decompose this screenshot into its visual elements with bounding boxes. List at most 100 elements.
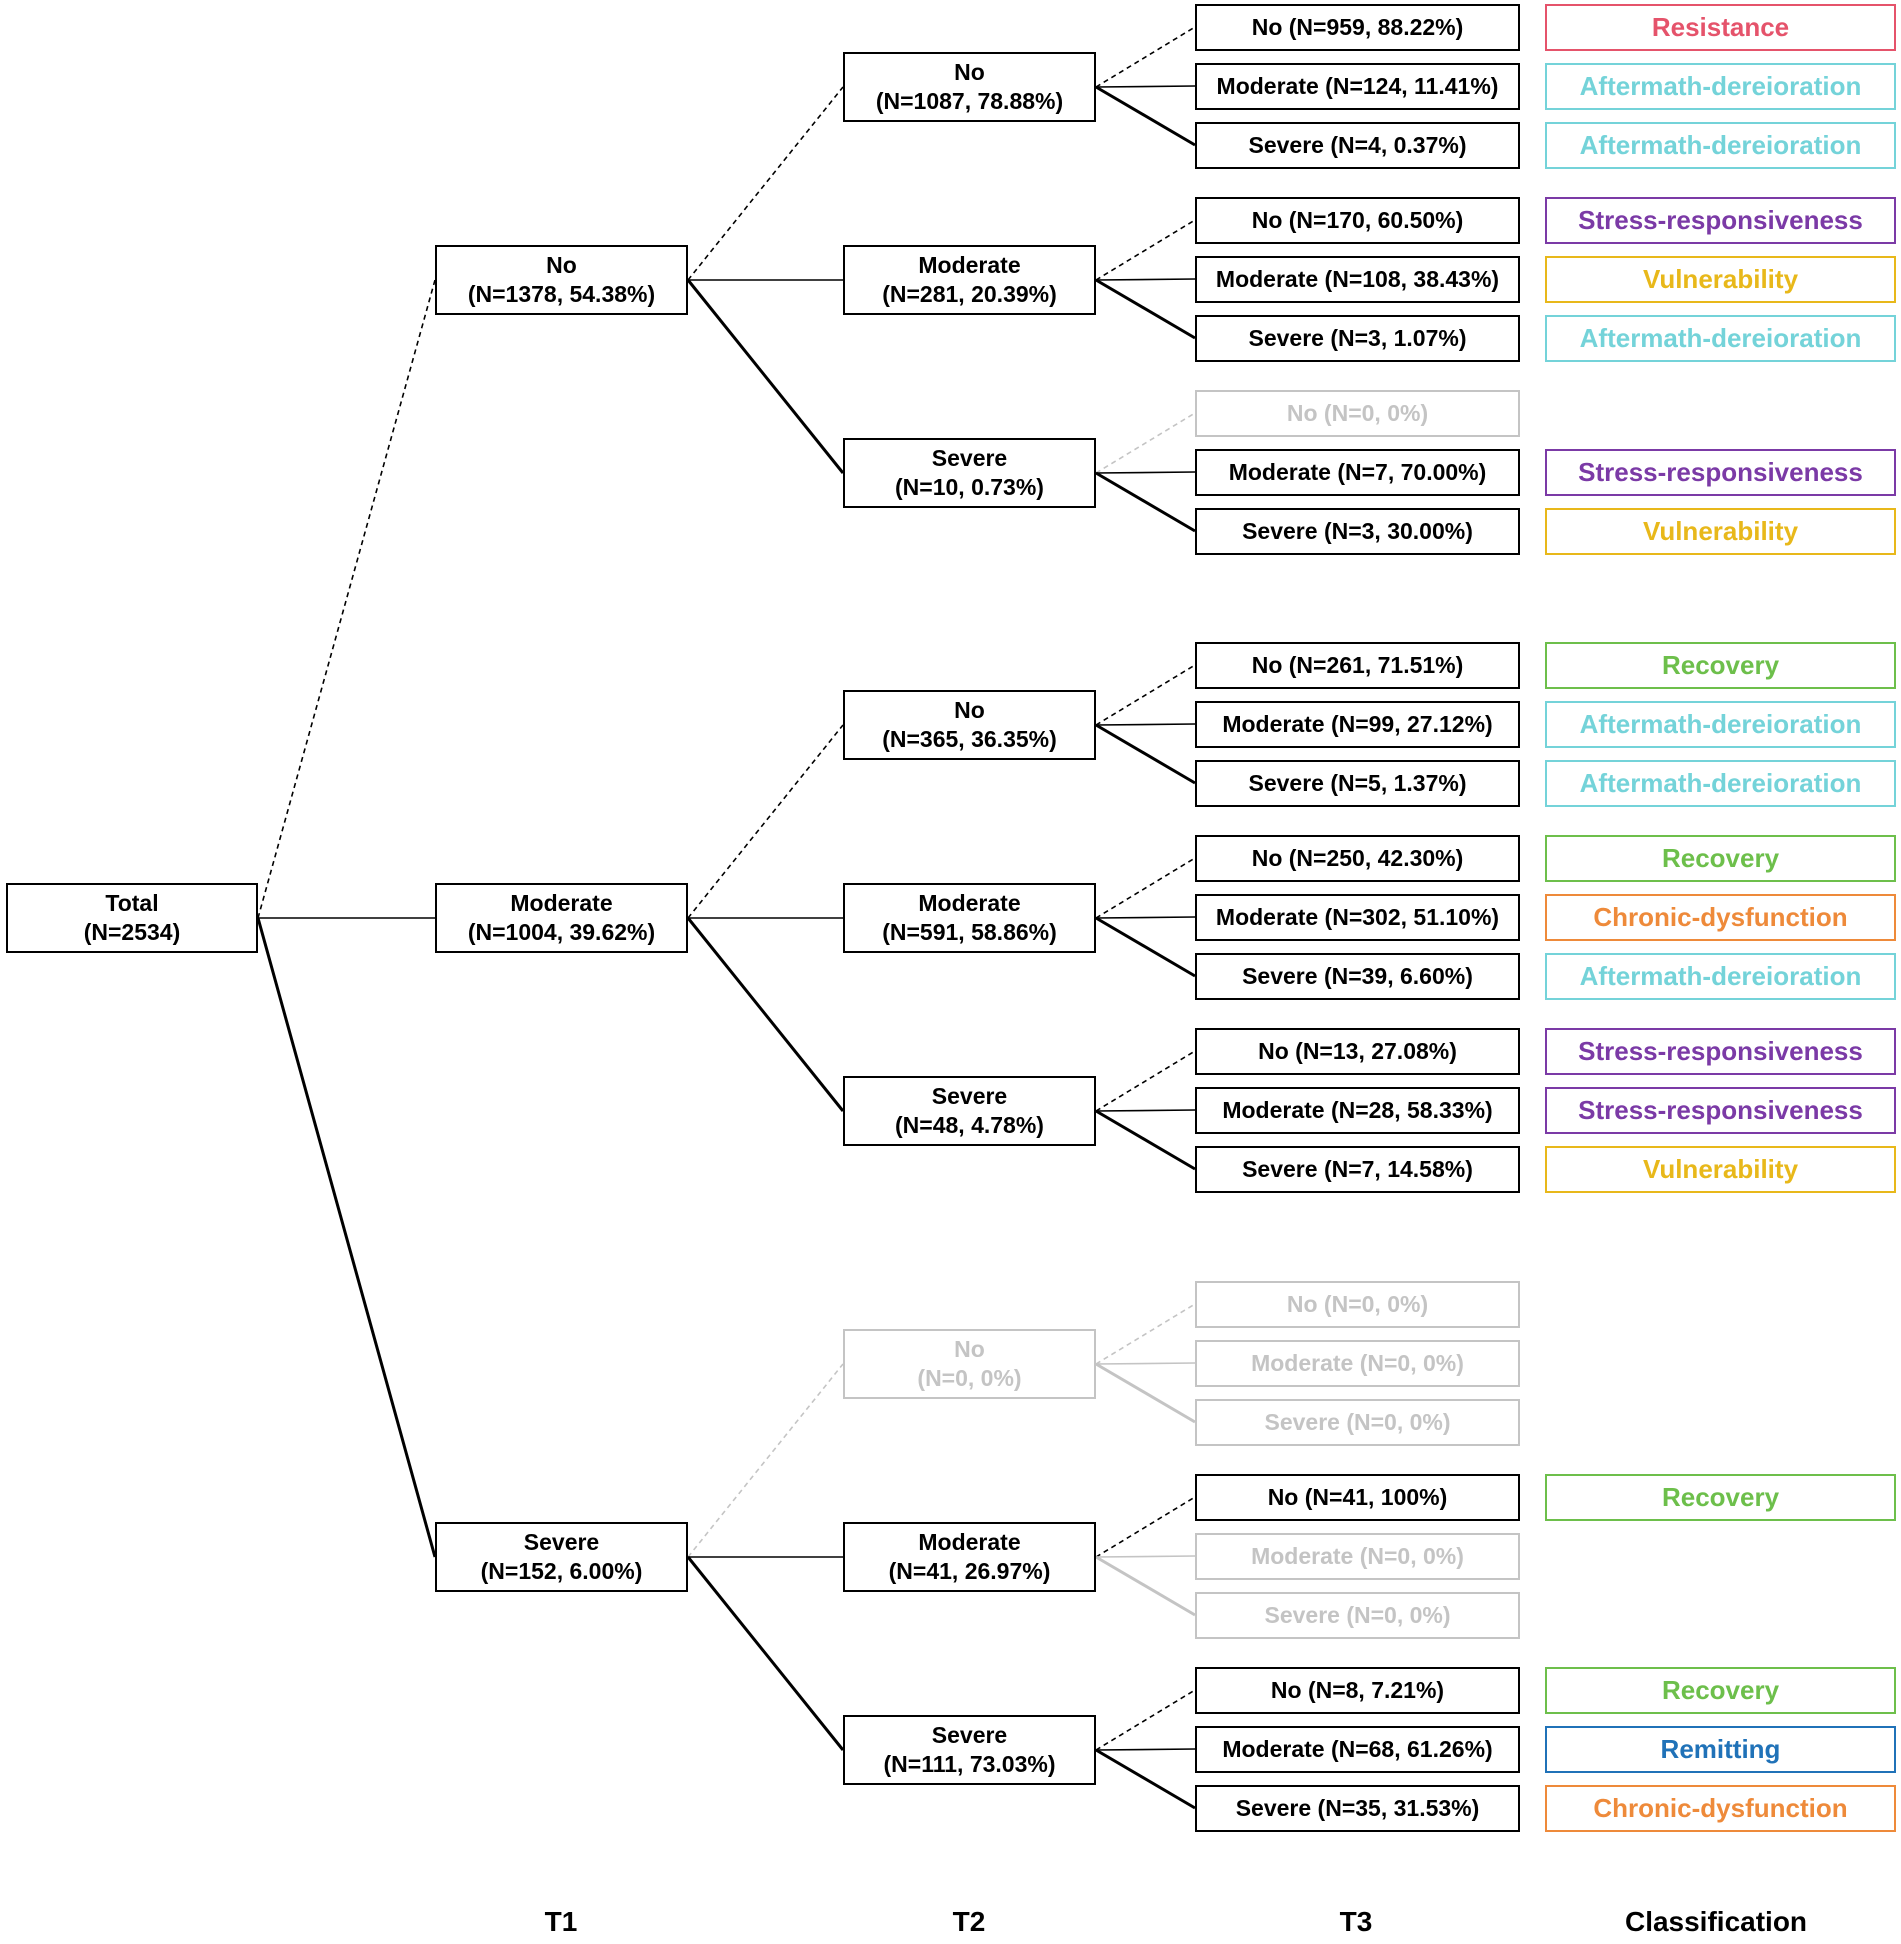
leaf-t1-moderate-t2-no-t3-no: No (N=261, 71.51%) [1195,641,1520,689]
link-t1-moderate-t2-severe-t3-severe [1095,1109,1196,1171]
link-t1-no-t2-severe [686,279,845,474]
link-t1-moderate-t2-moderate-t3-moderate [1095,916,1196,919]
leaf-t1-moderate-t2-no-t3-moderate: Moderate (N=99, 27.12%) [1195,700,1520,748]
leaf-t1-moderate-t2-moderate-t3-moderate: Moderate (N=302, 51.10%) [1195,893,1520,941]
header-classification: Classification [1624,1906,1808,1937]
link-t1-severe-t2-severe-t3-severe [1095,1748,1196,1810]
leaf-t1-no-t2-severe-t3-moderate: Moderate (N=7, 70.00%) [1195,448,1520,496]
classification-t1-moderate-t2-severe-t3-no: Stress-responsiveness [1545,1027,1896,1075]
node-t1-no: No(N=1378, 54.38%) [435,245,688,315]
node-t1-no-t2-no-label: No [954,59,985,85]
leaf-t1-moderate-t2-severe-t3-no: No (N=13, 27.08%) [1195,1027,1520,1075]
classification-t1-no-t2-severe-t3-moderate: Stress-responsiveness [1545,448,1896,496]
link-t1-moderate-t2-severe [686,917,845,1112]
classification-t1-moderate-t2-moderate-t3-no: Recovery [1545,834,1896,882]
classification-t1-severe-t2-severe-t3-no: Recovery [1545,1666,1896,1714]
node-total-label: Total [105,890,159,916]
node-total: Total(N=2534) [6,883,258,953]
node-t1-no-t2-no-count: (N=1087, 78.88%) [875,88,1064,114]
leaf-t1-severe-t2-no-t3-severe: Severe (N=0, 0%) [1195,1398,1520,1446]
node-t1-severe-label: Severe [523,1529,600,1555]
link-t1-severe-t2-moderate-t3-no [1095,1496,1196,1558]
link-t1-severe-t2-severe-t3-moderate [1095,1748,1196,1751]
classification-t1-no-t2-moderate-t3-severe: Aftermath-dereioration [1545,314,1896,362]
node-t1-severe-t2-moderate-count: (N=41, 26.97%) [888,1558,1051,1584]
node-t1-no-t2-severe-label: Severe [931,445,1008,471]
link-t1-moderate-t2-no [687,724,844,919]
classification-t1-moderate-t2-severe-t3-severe: Vulnerability [1545,1145,1896,1193]
leaf-t1-no-t2-severe-t3-severe: Severe (N=3, 30.00%) [1195,507,1520,555]
node-t1-no-t2-moderate: Moderate (N=281, 20.39%) [843,245,1096,315]
link-t1-moderate-t2-no-t3-no [1095,664,1196,726]
classification-t1-moderate-t2-no-t3-no: Recovery [1545,641,1896,689]
leaf-t1-moderate-t2-no-t3-severe: Severe (N=5, 1.37%) [1195,759,1520,807]
link-t1-no-t2-severe-t3-severe [1095,471,1196,533]
leaf-t1-no-t2-no-t3-severe: Severe (N=4, 0.37%) [1195,121,1520,169]
link-t1-moderate-t2-severe-t3-no [1095,1050,1196,1112]
link-total-severe [256,917,437,1558]
node-t1-moderate-t2-moderate: Moderate (N=591, 58.86%) [843,883,1096,953]
link-t1-moderate-t2-moderate-t3-no [1095,857,1196,919]
leaf-t1-severe-t2-no-t3-no: No (N=0, 0%) [1195,1280,1520,1328]
link-total-no [257,279,436,919]
node-t1-moderate-t2-no-label: No [954,697,985,723]
leaf-t1-severe-t2-severe-t3-no: No (N=8, 7.21%) [1195,1666,1520,1714]
node-t1-no-label: No [546,252,577,278]
classification-t1-moderate-t2-no-t3-severe: Aftermath-dereioration [1545,759,1896,807]
node-t1-severe-t2-severe-count: (N=111, 73.03%) [883,1751,1056,1777]
classification-t1-moderate-t2-moderate-t3-severe: Aftermath-dereioration [1545,952,1896,1000]
node-t1-severe-t2-no: No (N=0, 0%) [843,1329,1096,1399]
link-t1-no-t2-no-t3-no [1095,26,1196,88]
node-t1-severe-count: (N=152, 6.00%) [480,1558,643,1584]
link-t1-severe-t2-no-t3-severe [1095,1362,1196,1424]
node-t1-moderate-t2-no: No(N=365, 36.35%) [843,690,1096,760]
leaf-t1-severe-t2-severe-t3-moderate: Moderate (N=68, 61.26%) [1195,1725,1520,1773]
node-t1-severe: Severe (N=152, 6.00%) [435,1522,688,1592]
leaf-t1-no-t2-moderate-t3-no: No (N=170, 60.50%) [1195,196,1520,244]
link-t1-moderate-t2-moderate-t3-severe [1095,916,1196,978]
node-t1-moderate-t2-moderate-label: Moderate [918,890,1021,916]
classification-t1-no-t2-severe-t3-severe: Vulnerability [1545,507,1896,555]
node-t1-no-t2-moderate-label: Moderate [918,252,1021,278]
classification-t1-severe-t2-moderate-t3-no: Recovery [1545,1473,1896,1521]
link-t1-no-t2-no-t3-severe [1095,85,1196,147]
leaf-t1-severe-t2-moderate-t3-severe: Severe (N=0, 0%) [1195,1591,1520,1639]
node-t1-no-t2-severe-count: (N=10, 0.73%) [895,474,1044,500]
classification-t1-no-t2-no-t3-moderate: Aftermath-dereioration [1545,62,1896,110]
link-t1-severe-t2-severe-t3-no [1095,1689,1196,1751]
link-t1-no-t2-no-t3-moderate [1095,85,1196,88]
leaf-t1-moderate-t2-severe-t3-moderate: Moderate (N=28, 58.33%) [1195,1086,1520,1134]
link-t1-moderate-t2-severe-t3-moderate [1095,1109,1196,1112]
node-t1-moderate-count: (N=1004, 39.62%) [467,919,656,945]
node-t1-severe-t2-no-label: No [954,1336,985,1362]
link-t1-severe-t2-no-t3-moderate [1095,1362,1196,1365]
node-t1-moderate-t2-severe-count: (N=48, 4.78%) [895,1112,1044,1138]
leaf-t1-no-t2-moderate-t3-severe: Severe (N=3, 1.07%) [1195,314,1520,362]
node-t1-severe-t2-severe-label: Severe [931,1722,1008,1748]
classification-t1-moderate-t2-no-t3-moderate: Aftermath-dereioration [1545,700,1896,748]
link-t1-moderate-t2-no-t3-severe [1095,723,1196,785]
link-t1-severe-t2-no [687,1363,844,1558]
link-t1-severe-t2-moderate-t3-severe [1095,1555,1196,1617]
leaf-t1-moderate-t2-moderate-t3-no: No (N=250, 42.30%) [1195,834,1520,882]
node-t1-severe-t2-moderate-label: Moderate [918,1529,1021,1555]
link-t1-no-t2-moderate-t3-no [1095,219,1196,281]
classification-t1-no-t2-moderate-t3-moderate: Vulnerability [1545,255,1896,303]
classification-t1-moderate-t2-moderate-t3-moderate: Chronic-dysfunction [1545,893,1896,941]
leaf-t1-severe-t2-moderate-t3-no: No (N=41, 100%) [1195,1473,1520,1521]
node-t1-moderate-t2-moderate-count: (N=591, 58.86%) [882,919,1057,945]
node-t1-no-t2-moderate-count: (N=281, 20.39%) [882,281,1057,307]
leaf-t1-no-t2-moderate-t3-moderate: Moderate (N=108, 38.43%) [1195,255,1520,303]
node-t1-severe-t2-no-count: (N=0, 0%) [917,1365,1022,1391]
link-t1-no-t2-moderate-t3-severe [1095,278,1196,340]
leaf-t1-moderate-t2-severe-t3-severe: Severe (N=7, 14.58%) [1195,1145,1520,1193]
leaf-t1-no-t2-no-t3-moderate: Moderate (N=124, 11.41%) [1195,62,1520,110]
node-t1-moderate: Moderate(N=1004, 39.62%) [435,883,688,953]
link-t1-severe-t2-moderate-t3-moderate [1095,1555,1196,1558]
link-t1-severe-t2-no-t3-no [1095,1303,1196,1365]
leaf-t1-severe-t2-severe-t3-severe: Severe (N=35, 31.53%) [1195,1784,1520,1832]
link-t1-no-t2-no [687,86,844,281]
leaf-t1-no-t2-no-t3-no: No (N=959, 88.22%) [1195,3,1520,51]
